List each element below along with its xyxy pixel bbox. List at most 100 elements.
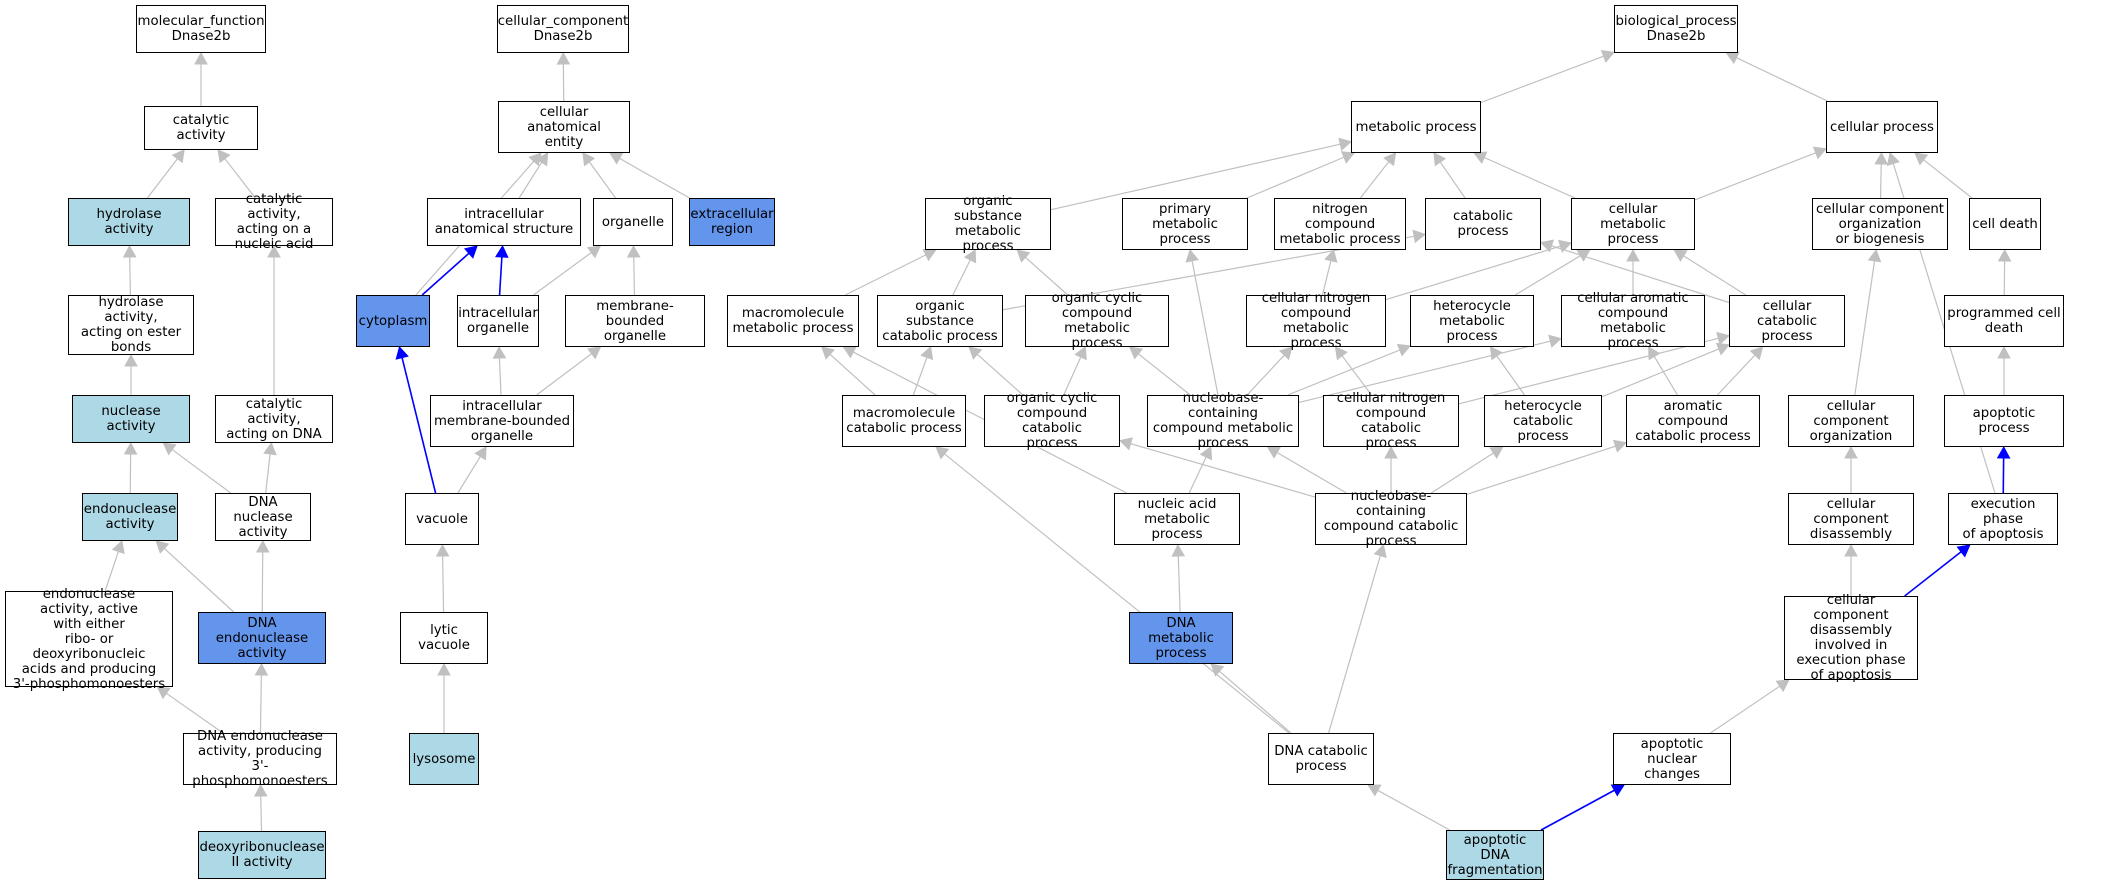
- node-dna-nuclease[interactable]: DNA nuclease activity: [215, 493, 311, 541]
- node-label: primary metabolic process: [1152, 201, 1218, 247]
- node-cell-death[interactable]: cell death: [1969, 198, 2041, 250]
- node-org-subst-met[interactable]: organic substance metabolic process: [925, 194, 1051, 254]
- node-cat-dna[interactable]: catalytic activity, acting on DNA: [215, 395, 333, 443]
- edge-arrowhead: [963, 249, 977, 264]
- node-label: catalytic activity, acting on a nucleic …: [234, 192, 314, 252]
- node-apop-nuc[interactable]: apoptotic nuclear changes: [1613, 733, 1731, 785]
- node-primary-met[interactable]: primary metabolic process: [1122, 198, 1248, 250]
- edge-arrowhead: [1867, 248, 1882, 263]
- node-macro-cat[interactable]: macromolecule catabolic process: [842, 395, 966, 447]
- node-label: organic substance metabolic process: [953, 194, 1022, 254]
- node-label: organic cyclic compound metabolic proces…: [1051, 291, 1143, 351]
- node-cell-nitro-met[interactable]: cellular nitrogen compound metabolic pro…: [1246, 291, 1386, 351]
- node-extracellular[interactable]: extracellular region: [689, 198, 775, 246]
- node-mbo[interactable]: membrane-bounded organelle: [565, 295, 705, 347]
- edge-cell-death-to-cellular-proc: [1923, 159, 1973, 199]
- node-cae[interactable]: cellular anatomical entity: [498, 101, 630, 153]
- edge-arrowhead: [171, 149, 185, 164]
- edge-arrowhead: [1612, 439, 1627, 453]
- node-cytoplasm[interactable]: cytoplasm: [356, 295, 430, 347]
- edge-arrowhead: [1384, 445, 1398, 459]
- node-label: endonuclease activity: [83, 502, 177, 532]
- node-deoxyribo2[interactable]: deoxyribonuclease II activity: [198, 831, 326, 879]
- edge-org-cyc-cat-to-org-subst-cat: [976, 353, 1024, 396]
- node-catalytic[interactable]: catalytic activity: [144, 106, 258, 150]
- node-nuclease[interactable]: nuclease activity: [72, 395, 190, 443]
- edge-arrowhead: [253, 783, 268, 797]
- node-cc-disasm-apop[interactable]: cellular component disassembly involved …: [1784, 593, 1918, 683]
- node-cell-nitro-cat[interactable]: cellular nitrogen compound catabolic pro…: [1323, 391, 1459, 451]
- node-label: execution phase of apoptosis: [1962, 496, 2044, 542]
- node-cc-org[interactable]: cellular component organization: [1788, 395, 1914, 447]
- node-intra-org[interactable]: intracellular organelle: [457, 295, 539, 347]
- node-cc-org-bio[interactable]: cellular component organization or bioge…: [1812, 198, 1948, 250]
- node-endo-either[interactable]: endonuclease activity, active with eithe…: [5, 587, 173, 692]
- node-apop-dna-frag[interactable]: apoptotic DNA fragmentation: [1446, 830, 1544, 880]
- edge-arrowhead: [1199, 446, 1213, 461]
- node-imbo[interactable]: intracellular membrane-bounded organelle: [430, 395, 574, 447]
- node-label: cellular process: [1830, 119, 1934, 135]
- edge-organelle-to-cae: [588, 161, 617, 199]
- node-label: nucleobase-containing compound catabolic…: [1323, 489, 1459, 549]
- node-label: macromolecule metabolic process: [732, 306, 854, 336]
- node-arom-cat[interactable]: aromatic compound catabolic process: [1626, 395, 1760, 447]
- node-metabolic[interactable]: metabolic process: [1351, 101, 1481, 153]
- edge-dna-cat-to-macro-cat: [944, 453, 1290, 734]
- node-org-cyc-met[interactable]: organic cyclic compound metabolic proces…: [1025, 291, 1169, 351]
- node-label: vacuole: [416, 511, 468, 527]
- node-vacuole[interactable]: vacuole: [405, 493, 479, 545]
- node-exec-apop[interactable]: execution phase of apoptosis: [1948, 493, 2058, 545]
- edge-arrowhead: [492, 345, 507, 359]
- node-cc-root[interactable]: cellular_component Dnase2b: [497, 5, 629, 53]
- node-bp-root[interactable]: biological_process Dnase2b: [1614, 5, 1738, 53]
- node-label: cellular component organization or bioge…: [1815, 201, 1945, 247]
- edge-arrowhead: [1673, 249, 1688, 262]
- edge-arrowhead: [124, 353, 138, 367]
- node-nitrogen-met[interactable]: nitrogen compound metabolic process: [1274, 198, 1406, 250]
- node-label: catalytic activity: [172, 113, 230, 143]
- node-hetero-cat[interactable]: heterocycle catabolic process: [1484, 395, 1602, 447]
- node-prog-death[interactable]: programmed cell death: [1944, 295, 2064, 347]
- node-org-subst-cat[interactable]: organic substance catabolic process: [877, 295, 1003, 347]
- node-nbc-cat[interactable]: nucleobase-containing compound catabolic…: [1315, 489, 1467, 549]
- edge-vacuole-to-cytoplasm: [401, 357, 437, 494]
- node-hydrolase[interactable]: hydrolase activity: [68, 198, 190, 246]
- node-cat-nucleic[interactable]: catalytic activity, acting on a nucleic …: [215, 192, 333, 252]
- node-dna-endo[interactable]: DNA endonuclease activity: [198, 612, 326, 664]
- node-hetero-met[interactable]: heterocycle metabolic process: [1410, 295, 1534, 347]
- node-apoptotic[interactable]: apoptotic process: [1944, 395, 2064, 447]
- node-lysosome[interactable]: lysosome: [409, 733, 479, 785]
- node-catabolic[interactable]: catabolic process: [1425, 198, 1541, 250]
- node-cellular-proc[interactable]: cellular process: [1826, 101, 1938, 153]
- node-organelle[interactable]: organelle: [593, 198, 673, 246]
- node-label: cytoplasm: [358, 313, 428, 329]
- edge-arrowhead: [1716, 331, 1731, 346]
- node-dna-met[interactable]: DNA metabolic process: [1129, 612, 1233, 664]
- node-endonuclease[interactable]: endonuclease activity: [82, 493, 178, 541]
- node-na-met[interactable]: nucleic acid metabolic process: [1114, 493, 1240, 545]
- node-label: deoxyribonuclease II activity: [199, 840, 325, 870]
- node-dna-cat[interactable]: DNA catabolic process: [1268, 733, 1374, 785]
- node-cell-arom-met[interactable]: cellular aromatic compound metabolic pro…: [1561, 291, 1705, 351]
- edge-arrowhead: [254, 662, 269, 676]
- node-label: DNA metabolic process: [1148, 615, 1214, 661]
- node-mf-root[interactable]: molecular_function Dnase2b: [136, 5, 266, 53]
- edge-lytic-vac-to-vacuole: [442, 555, 445, 613]
- node-cell-met[interactable]: cellular metabolic process: [1571, 198, 1695, 250]
- edge-arrowhead: [821, 346, 835, 360]
- edge-arrowhead: [586, 245, 602, 259]
- node-cell-cat[interactable]: cellular catabolic process: [1729, 295, 1845, 347]
- edge-imbo-to-mbo: [536, 353, 592, 396]
- node-dna-endo3[interactable]: DNA endonuclease activity, producing 3'-…: [183, 729, 337, 789]
- node-nbc-met[interactable]: nucleobase-containing compound metabolic…: [1147, 391, 1299, 451]
- node-ias[interactable]: intracellular anatomical structure: [427, 198, 581, 246]
- edge-arrowhead: [1996, 445, 2011, 459]
- node-org-cyc-cat[interactable]: organic cyclic compound catabolic proces…: [984, 391, 1120, 451]
- node-lytic-vac[interactable]: lytic vacuole: [400, 612, 488, 664]
- node-hydro-ester[interactable]: hydrolase activity, acting on ester bond…: [68, 295, 194, 355]
- edge-arrowhead: [1626, 248, 1640, 262]
- edge-arrowhead: [156, 686, 171, 700]
- node-macro-met[interactable]: macromolecule metabolic process: [727, 295, 859, 347]
- node-label: catabolic process: [1452, 209, 1514, 239]
- node-cc-disasm[interactable]: cellular component disassembly: [1788, 493, 1914, 545]
